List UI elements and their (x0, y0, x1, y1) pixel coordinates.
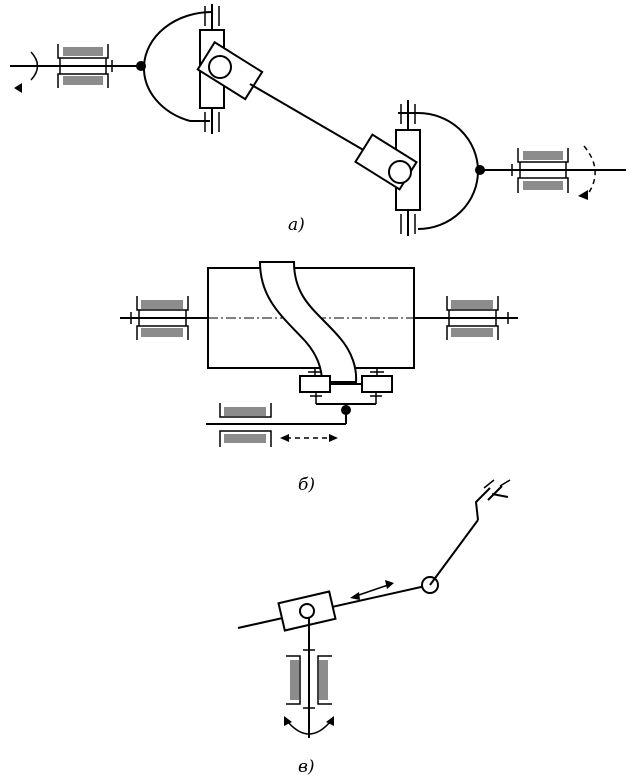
vertical-bearing-c (286, 655, 332, 705)
left-bearing-a (57, 44, 113, 88)
right-rotation-arc-a (583, 145, 596, 195)
right-pin-bearing-a (400, 104, 416, 234)
left-pin-bearing-a (204, 6, 220, 132)
translation-arrow-right-head (385, 580, 394, 589)
right-bearing-b (446, 296, 509, 340)
connecting-link-a (249, 83, 373, 156)
gripper-arm-c (429, 519, 479, 586)
left-rotation-arrowhead-a (14, 83, 22, 93)
figure-c-rocker (237, 479, 511, 738)
left-yoke-a (142, 11, 213, 122)
figure-a-coupling (10, 4, 626, 236)
translation-arrow-left-head (350, 592, 360, 600)
caption-a: а) (288, 215, 305, 235)
shaft-marks-c (303, 649, 315, 709)
stroke-arrow-left-head (280, 434, 289, 442)
gripper-fingers-c (483, 479, 511, 489)
cam-groove (258, 261, 358, 383)
left-rotation-arc-a (30, 51, 39, 81)
rotation-arc-c (287, 721, 331, 735)
rotation-arrow-left-head (284, 716, 292, 726)
right-yoke-a (417, 112, 480, 230)
gripper-c (474, 485, 509, 521)
rocker-arm-c (237, 584, 431, 629)
stroke-arrow-right-head (329, 434, 338, 442)
left-hinge-a (208, 55, 232, 79)
figure-b-cylinder-cam (120, 261, 518, 447)
caption-b: б) (298, 475, 315, 495)
caption-c: в) (298, 757, 315, 777)
translation-arrow-c (355, 584, 389, 597)
follower-b (299, 368, 393, 424)
follower-bearing-b (219, 403, 272, 447)
right-rotation-arrowhead-a (578, 190, 588, 200)
right-hinge-a (388, 160, 412, 184)
left-bearing-b (130, 296, 189, 340)
right-bearing-a (511, 148, 569, 193)
rotation-arrow-right-head (326, 716, 334, 726)
slider-hinge-c (299, 603, 315, 619)
